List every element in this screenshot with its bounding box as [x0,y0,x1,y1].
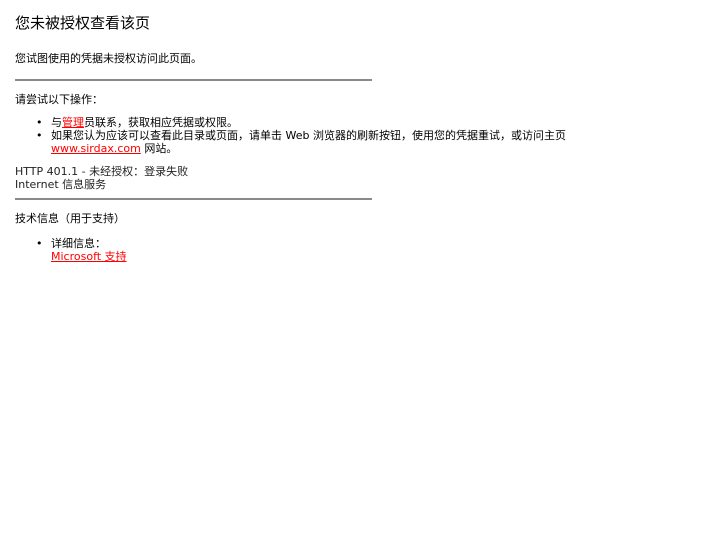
server-name: Internet 信息服务 [15,178,107,191]
suggestion-suffix: 员联系，获取相应凭据或权限。 [84,116,238,129]
error-status: HTTP 401.1 - 未经授权：登录失败 Internet 信息服务 [15,165,188,191]
http-status-code: HTTP 401.1 - 未经授权：登录失败 [15,165,189,178]
bullet-icon: • [36,116,43,129]
suggestions-list: • 与管理员联系，获取相应凭据或权限。 • 如果您认为应该可以查看此目录或页面，… [36,116,566,155]
list-item: • 与管理员联系，获取相应凭据或权限。 [36,116,376,129]
tech-info-heading: 技术信息（用于支持） [15,212,125,225]
divider-bottom [15,198,372,200]
bullet-icon: • [36,129,43,142]
suggestion-retry-text: 如果您认为应该可以查看此目录或页面，请单击 Web 浏览器的刷新按钮，使用您的凭… [51,129,566,142]
page-title: 您未被授权查看该页 [15,14,151,32]
details-label: 详细信息： [51,237,106,250]
microsoft-support-link[interactable]: Microsoft 支持 [51,250,127,263]
list-item: • 如果您认为应该可以查看此目录或页面，请单击 Web 浏览器的刷新按钮，使用您… [36,129,566,155]
homepage-suffix: 网站。 [140,142,178,155]
suggestion-prefix: 与 [51,116,62,129]
suggestion-contact-admin: 与管理员联系，获取相应凭据或权限。 [51,116,238,129]
admin-link[interactable]: 管理 [62,116,84,129]
homepage-link[interactable]: www.sirdax.com [51,142,141,155]
suggestions-heading: 请尝试以下操作： [15,93,103,106]
bullet-icon: • [36,237,43,250]
page-subtitle: 您试图使用的凭据未授权访问此页面。 [15,52,202,65]
tech-info-list: • 详细信息： Microsoft 支持 [36,237,376,263]
divider-top [15,79,372,81]
list-item: • 详细信息： Microsoft 支持 [36,237,376,263]
